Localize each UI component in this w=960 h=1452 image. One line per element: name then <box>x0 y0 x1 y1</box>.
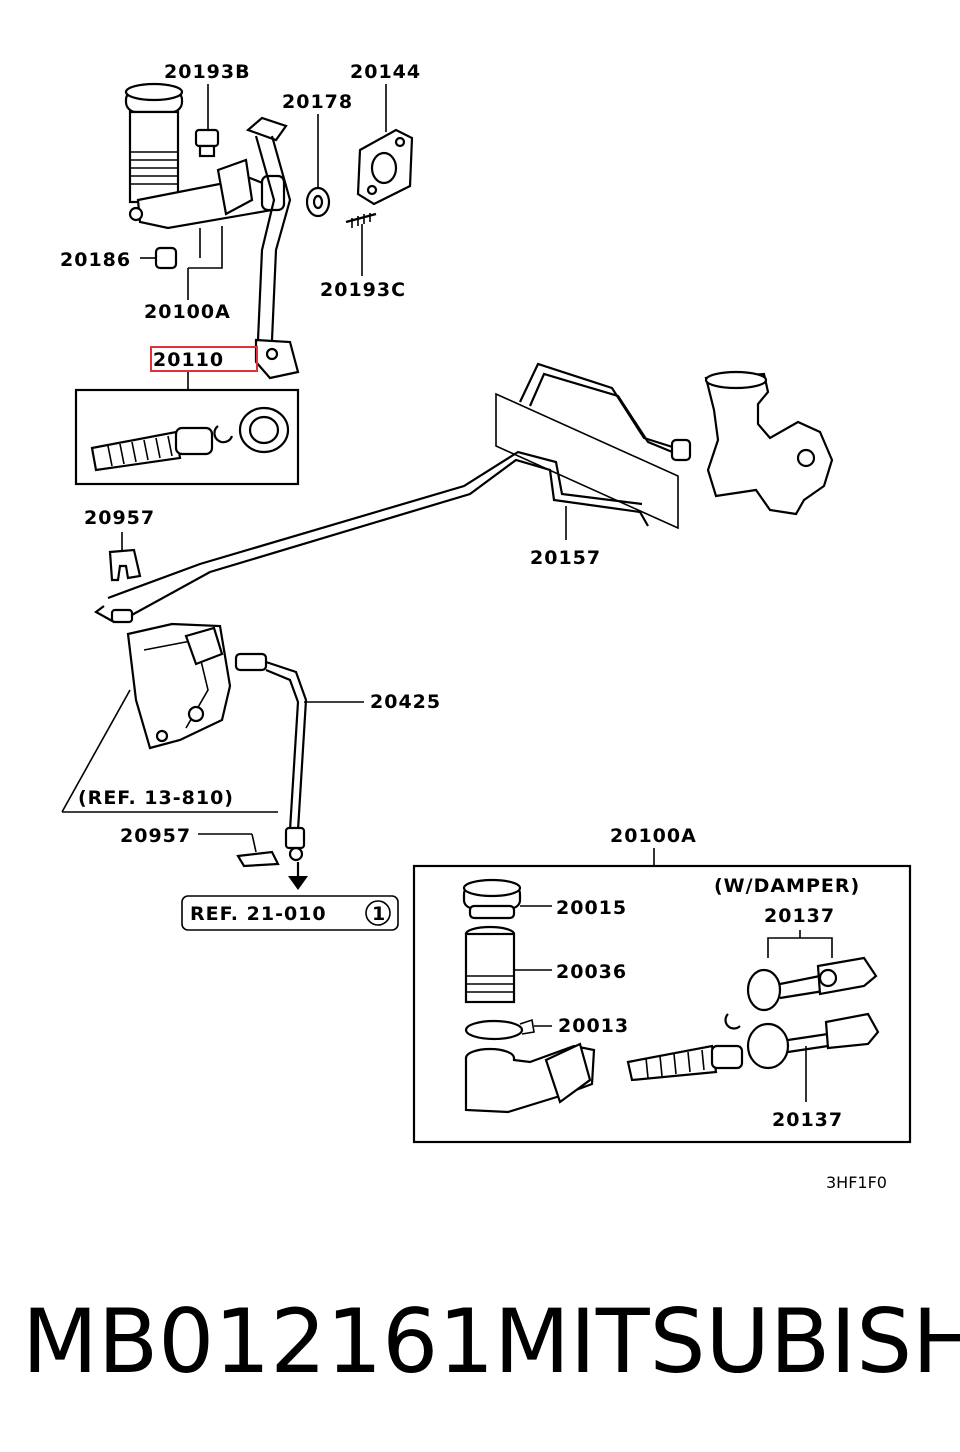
reservoir-20036 <box>464 925 552 1004</box>
label-20957-top: 20957 <box>84 507 155 529</box>
reservoir-cap-20015 <box>462 878 552 920</box>
repair-kit-box <box>74 372 300 486</box>
label-w-damper: (W/DAMPER) <box>714 875 860 897</box>
label-diagram-code: 3HF1F0 <box>826 1173 887 1192</box>
label-20015: 20015 <box>556 897 627 919</box>
label-20137-upper: 20137 <box>764 905 835 927</box>
label-ref-21-010-num: 1 <box>372 903 386 925</box>
firewall-panel <box>495 362 692 530</box>
ref-21-010-circle <box>365 900 391 926</box>
part-number: MB012161 <box>22 1290 495 1393</box>
washer-20178 <box>305 114 331 218</box>
damper-20137-lower <box>746 1012 880 1102</box>
label-20036: 20036 <box>556 961 627 983</box>
label-20100a-top: 20100A <box>144 301 231 323</box>
nut-20186 <box>140 246 178 270</box>
pushrod <box>245 116 300 380</box>
clip-20957-bottom <box>198 833 280 868</box>
piston-assembly <box>626 1013 744 1082</box>
label-20110: 20110 <box>153 349 224 371</box>
bracket <box>61 622 278 813</box>
master-cylinder-right <box>704 370 834 516</box>
parts-diagram: 20193B 20144 20178 20186 20193C 20100A 2… <box>60 61 912 1192</box>
leader-20100a-top <box>187 226 223 300</box>
label-20425: 20425 <box>370 691 441 713</box>
label-20193c: 20193C <box>320 279 406 301</box>
footer: MB012161 MITSUBISHI <box>0 1282 960 1422</box>
label-20100a-box: 20100A <box>610 825 697 847</box>
label-20137-lower: 20137 <box>772 1109 843 1131</box>
label-20013: 20013 <box>558 1015 629 1037</box>
label-20957-bottom: 20957 <box>120 825 191 847</box>
bolt-20193b <box>194 84 220 158</box>
damper-20137-upper <box>746 930 878 1012</box>
label-20144: 20144 <box>350 61 421 83</box>
cylinder-body-bottom <box>464 1042 596 1114</box>
label-20186: 20186 <box>60 249 131 271</box>
brand-name: MITSUBISHI <box>494 1290 960 1393</box>
gasket-20144 <box>356 84 414 206</box>
clamp-20013 <box>464 1018 552 1041</box>
label-20193b: 20193B <box>164 61 251 83</box>
label-20178: 20178 <box>282 91 353 113</box>
bolt-20193c <box>345 212 377 276</box>
arrow-down-icon <box>288 862 308 890</box>
clutch-master-cylinder-top <box>124 82 286 230</box>
label-20157: 20157 <box>530 547 601 569</box>
highlight-20110 <box>150 346 258 372</box>
clutch-pipe-20157 <box>93 450 649 624</box>
ref-21-010-box <box>181 895 399 931</box>
label-ref-13-810: (REF. 13-810) <box>78 787 234 809</box>
master-cylinder-kit-box <box>412 864 912 1144</box>
clip-20957-top <box>108 532 142 582</box>
label-ref-21-010: REF. 21-010 <box>190 903 327 925</box>
hose-20425 <box>234 652 364 862</box>
